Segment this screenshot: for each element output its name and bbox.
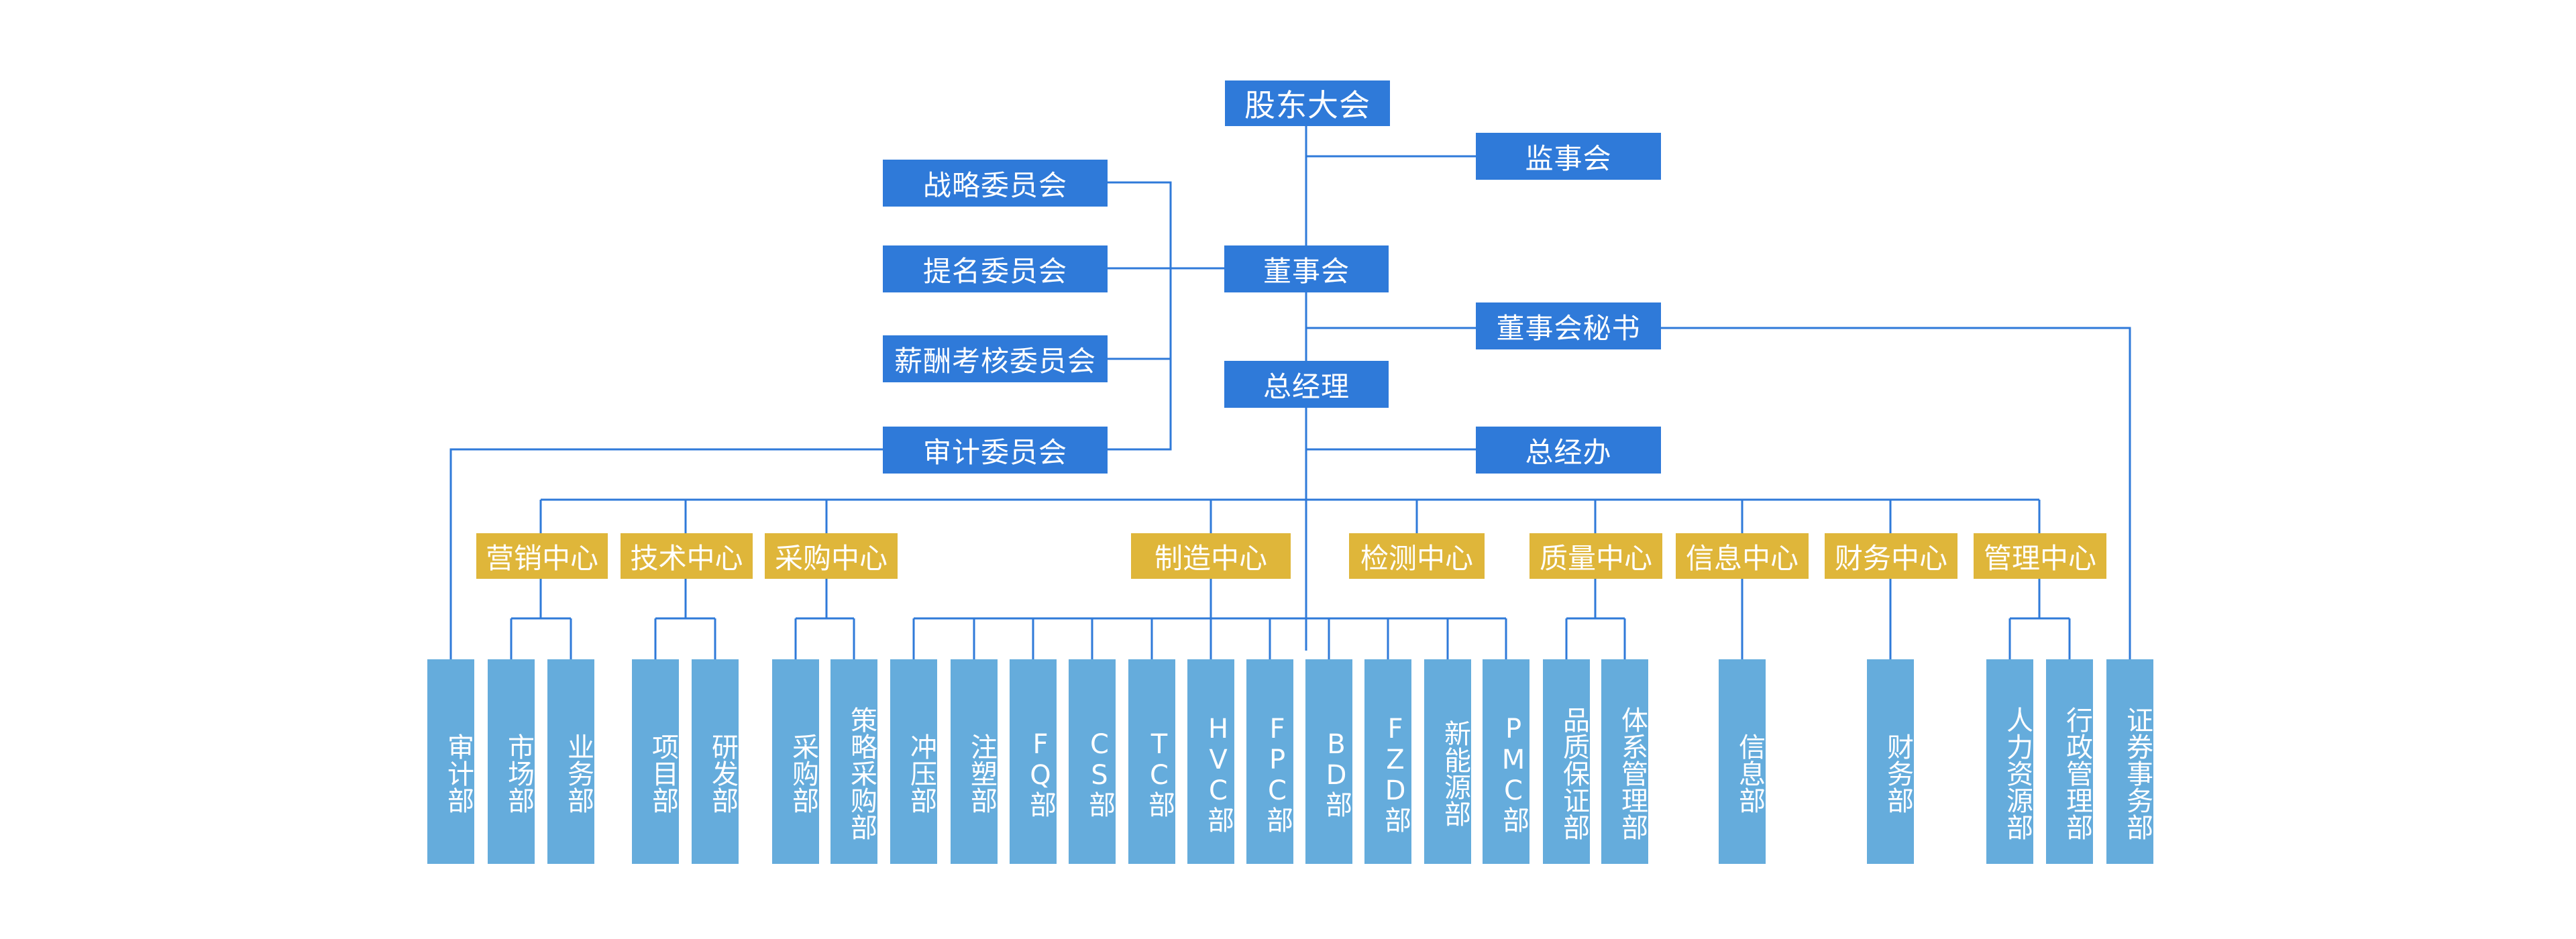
- node-pmc-dept: PMC部: [1483, 659, 1529, 864]
- node-quality-assurance-dept: 品质保证部: [1543, 659, 1590, 864]
- node-compensation-committee: 薪酬考核委员会: [883, 335, 1108, 382]
- node-information-center: 信息中心: [1676, 533, 1809, 579]
- connector: [1565, 579, 1626, 659]
- connector: [654, 579, 716, 659]
- node-finance-dept: 财务部: [1867, 659, 1914, 864]
- node-cs-dept: CS部: [1069, 659, 1116, 864]
- node-technology-center: 技术中心: [621, 533, 753, 579]
- node-hr-dept: 人力资源部: [1986, 659, 2033, 864]
- node-board: 董事会: [1224, 245, 1389, 292]
- node-manufacturing-center: 制造中心: [1131, 533, 1291, 579]
- node-strategic-procurement-dept: 策略采购部: [830, 659, 877, 864]
- node-fq-dept: FQ部: [1010, 659, 1057, 864]
- node-audit-dept: 审计部: [427, 659, 474, 864]
- node-system-management-dept: 体系管理部: [1601, 659, 1648, 864]
- node-injection-dept: 注塑部: [951, 659, 998, 864]
- node-finance-center: 财务中心: [1825, 533, 1957, 579]
- node-gm-office: 总经办: [1476, 427, 1661, 474]
- node-new-energy-dept: 新能源部: [1424, 659, 1471, 864]
- node-board-secretary: 董事会秘书: [1476, 302, 1661, 349]
- node-market-dept: 市场部: [488, 659, 535, 864]
- node-general-manager: 总经理: [1224, 361, 1389, 408]
- node-project-dept: 项目部: [632, 659, 679, 864]
- node-information-dept: 信息部: [1719, 659, 1766, 864]
- node-admin-dept: 行政管理部: [2046, 659, 2093, 864]
- connector: [912, 618, 1507, 659]
- node-fpc-dept: FPC部: [1246, 659, 1293, 864]
- node-shareholders: 股东大会: [1225, 80, 1390, 126]
- node-securities-dept: 证券事务部: [2106, 659, 2153, 864]
- node-rnd-dept: 研发部: [692, 659, 739, 864]
- connector: [914, 579, 1506, 620]
- node-stamping-dept: 冲压部: [890, 659, 937, 864]
- node-fzd-dept: FZD部: [1364, 659, 1411, 864]
- connector: [449, 448, 883, 659]
- connector: [794, 579, 855, 659]
- node-hvc-dept: HVC部: [1187, 659, 1234, 864]
- connector: [510, 579, 572, 659]
- node-bd-dept: BD部: [1305, 659, 1352, 864]
- node-nomination-committee: 提名委员会: [883, 245, 1108, 292]
- node-business-dept: 业务部: [547, 659, 594, 864]
- connector: [1306, 327, 2131, 659]
- node-tc-dept: TC部: [1128, 659, 1175, 864]
- connector: [1108, 181, 1172, 451]
- node-purchasing-center: 采购中心: [765, 533, 898, 579]
- node-marketing-center: 营销中心: [476, 533, 608, 579]
- node-testing-center: 检测中心: [1349, 533, 1485, 579]
- connector: [539, 500, 2041, 533]
- node-audit-committee: 审计委员会: [883, 427, 1108, 474]
- node-supervisors: 监事会: [1476, 133, 1661, 180]
- node-procurement-dept: 采购部: [772, 659, 819, 864]
- node-management-center: 管理中心: [1974, 533, 2106, 579]
- node-strategy-committee: 战略委员会: [883, 160, 1108, 207]
- connector: [2008, 579, 2071, 659]
- node-quality-center: 质量中心: [1529, 533, 1662, 579]
